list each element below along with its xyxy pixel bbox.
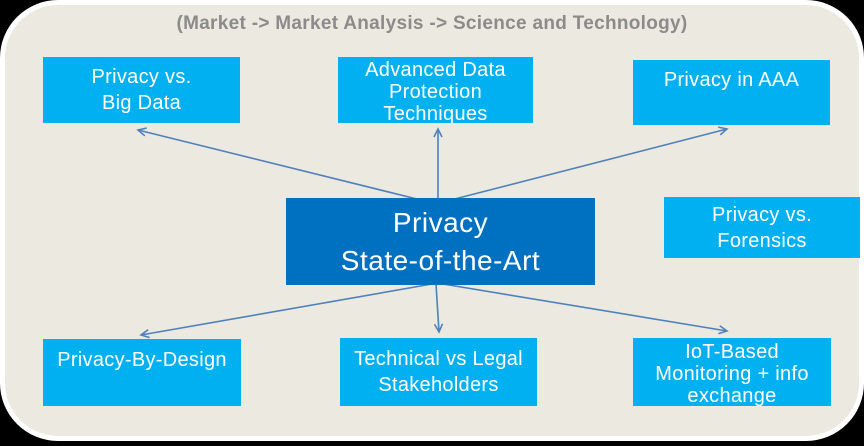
node-line: exchange	[687, 385, 777, 407]
node-privacy-by-design: Privacy-By-Design	[43, 339, 241, 406]
node-line: Protection	[388, 81, 483, 103]
node-iot-based-monitoring: IoT-Based Monitoring + info exchange	[633, 338, 831, 407]
node-line: Technical vs Legal	[354, 348, 523, 370]
node-line: Advanced Data	[365, 59, 506, 81]
node-line: Privacy vs.	[712, 203, 812, 226]
node-line: Forensics	[717, 229, 807, 252]
arrow-to-tech-legal-icon	[433, 283, 444, 334]
node-privacy-state-of-the-art: Privacy State-of-the-Art	[286, 198, 595, 285]
node-line: State-of-the-Art	[340, 244, 541, 276]
arrow-to-aaa-icon	[442, 126, 729, 203]
arrow-to-big-data-icon	[136, 127, 430, 203]
node-privacy-vs-forensics: Privacy vs. Forensics	[664, 197, 860, 258]
node-line: Privacy	[392, 206, 489, 238]
node-privacy-in-aaa: Privacy in AAA	[633, 60, 830, 125]
node-advanced-data-protection: Advanced Data Protection Techniques	[338, 57, 533, 125]
node-line: Techniques	[383, 103, 488, 125]
node-line: IoT-Based	[685, 341, 779, 363]
arrow-to-by-design-icon	[139, 283, 433, 339]
node-line: Stakeholders	[378, 374, 499, 396]
node-technical-vs-legal: Technical vs Legal Stakeholders	[340, 338, 537, 406]
node-line: Privacy in AAA	[663, 69, 800, 91]
node-line: Monitoring + info	[655, 363, 809, 385]
arrow-to-iot-icon	[442, 283, 729, 335]
node-line: Privacy vs.	[91, 66, 192, 88]
node-line: Privacy-By-Design	[57, 349, 227, 371]
node-privacy-vs-big-data: Privacy vs. Big Data	[43, 57, 240, 123]
node-line: Big Data	[101, 92, 182, 114]
slide-title: (Market -> Market Analysis -> Science an…	[176, 13, 688, 34]
